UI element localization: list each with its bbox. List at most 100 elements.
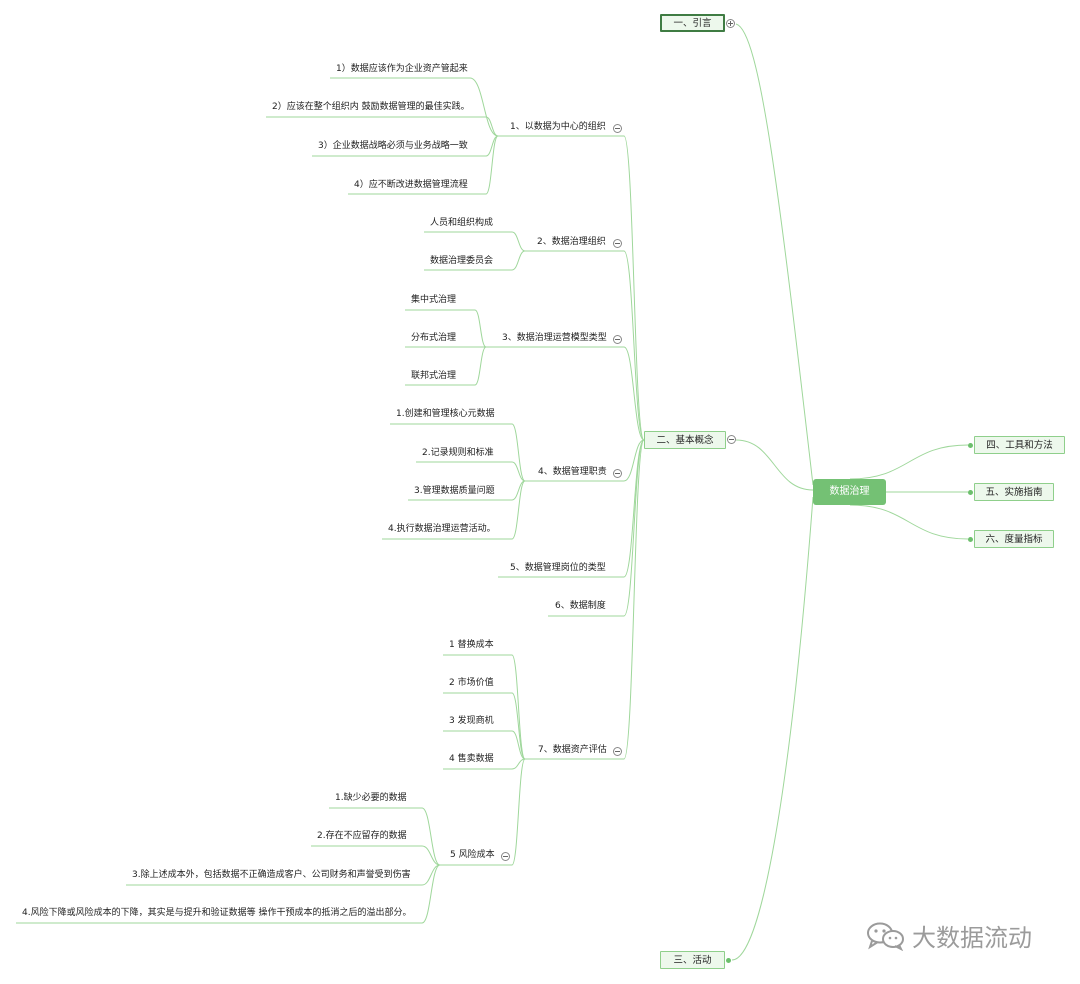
section-node[interactable]: 7、数据资产评估 <box>538 744 607 756</box>
connector-line <box>511 231 526 252</box>
section-label: 3、数据治理运营模型类型 <box>502 333 607 343</box>
connector-line <box>735 23 814 486</box>
branch-metrics[interactable]: 六、度量指标 <box>974 530 1054 548</box>
leaf-node[interactable]: 分布式治理 <box>411 332 456 344</box>
leaf-label: 2.存在不应留存的数据 <box>317 831 407 841</box>
connector-line <box>511 480 526 540</box>
collapse-icon[interactable] <box>613 335 622 344</box>
collapse-icon[interactable] <box>613 469 622 478</box>
leaf-node[interactable]: 3）企业数据战略必须与业务战略一致 <box>318 140 468 152</box>
leaf-node[interactable]: 1.创建和管理核心元数据 <box>396 408 495 420</box>
connector-line <box>421 807 441 866</box>
section-node[interactable]: 1、以数据为中心的组织 <box>510 121 606 133</box>
branch-guide[interactable]: 五、实施指南 <box>974 483 1054 501</box>
leaf-node[interactable]: 3.管理数据质量问题 <box>414 485 495 497</box>
leaf-label: 3.管理数据质量问题 <box>414 486 495 496</box>
section-label: 6、数据制度 <box>555 601 606 611</box>
expand-icon[interactable] <box>726 19 735 28</box>
leaf-node[interactable]: 2.记录规则和标准 <box>422 447 494 459</box>
watermark-text: 大数据流动 <box>912 924 1032 952</box>
leaf-label: 1 替换成本 <box>449 640 494 650</box>
connector-dot <box>968 537 973 542</box>
branch-metrics-label: 六、度量指标 <box>985 534 1043 545</box>
leaf-label: 集中式治理 <box>411 295 457 305</box>
connector-dot <box>968 443 973 448</box>
leaf-label: 3.除上述成本外，包括数据不正确造成客户、公司财务和声誉受到伤害 <box>132 870 411 880</box>
leaf-node[interactable]: 3.除上述成本外，包括数据不正确造成客户、公司财务和声誉受到伤害 <box>132 869 411 881</box>
section-node[interactable]: 4、数据管理职责 <box>538 466 607 478</box>
branch-intro[interactable]: 一、引言 <box>660 14 725 32</box>
connector-dot <box>726 958 731 963</box>
risk-label: 5 风险成本 <box>450 850 495 860</box>
section-node[interactable]: 3、数据治理运营模型类型 <box>502 332 607 344</box>
collapse-icon[interactable] <box>613 747 622 756</box>
leaf-node[interactable]: 2.存在不应留存的数据 <box>317 830 407 842</box>
leaf-node[interactable]: 数据治理委员会 <box>430 255 493 267</box>
connector-line <box>849 444 969 480</box>
connector-line <box>485 135 499 195</box>
leaf-node[interactable]: 4 售卖数据 <box>449 753 494 765</box>
risk-node[interactable]: 5 风险成本 <box>450 849 495 861</box>
branch-activities[interactable]: 三、活动 <box>660 951 725 969</box>
leaf-label: 4.风险下降或风险成本的下降，其实是与提升和验证数据等 操作干预成本的抵消之后的… <box>22 908 412 918</box>
leaf-label: 人员和组织构成 <box>430 218 494 228</box>
leaf-node[interactable]: 4.执行数据治理运营活动。 <box>388 523 496 535</box>
leaf-node[interactable]: 人员和组织构成 <box>430 217 493 229</box>
leaf-label: 2 市场价值 <box>449 678 494 688</box>
section-label: 4、数据管理职责 <box>538 467 607 477</box>
connector-line <box>421 864 441 924</box>
leaf-label: 4）应不断改进数据管理流程 <box>354 180 468 190</box>
leaf-label: 1）数据应该作为企业资产管起来 <box>336 64 468 74</box>
root-node[interactable]: 数据治理 <box>813 479 886 505</box>
leaf-label: 3 发现商机 <box>449 716 494 726</box>
connector-line <box>731 496 814 961</box>
leaf-label: 数据治理委员会 <box>430 256 494 266</box>
connector-line <box>474 346 487 386</box>
leaf-node[interactable]: 2 市场价值 <box>449 677 494 689</box>
branch-activities-label: 三、活动 <box>673 955 712 966</box>
collapse-icon[interactable] <box>613 239 622 248</box>
section-node[interactable]: 6、数据制度 <box>555 600 606 612</box>
branch-concepts[interactable]: 二、基本概念 <box>644 431 726 449</box>
branch-tools-label: 四、工具和方法 <box>986 440 1053 451</box>
branch-concepts-label: 二、基本概念 <box>656 435 714 446</box>
connector-line <box>735 439 814 491</box>
leaf-label: 联邦式治理 <box>411 371 457 381</box>
leaf-label: 4 售卖数据 <box>449 754 494 764</box>
leaf-node[interactable]: 联邦式治理 <box>411 370 456 382</box>
leaf-node[interactable]: 1.缺少必要的数据 <box>335 792 407 804</box>
branch-guide-label: 五、实施指南 <box>985 487 1043 498</box>
connector-line <box>469 77 499 137</box>
section-label: 7、数据资产评估 <box>538 745 607 755</box>
leaf-label: 4.执行数据治理运营活动。 <box>388 524 496 534</box>
connector-line <box>623 439 645 482</box>
leaf-node[interactable]: 4.风险下降或风险成本的下降，其实是与提升和验证数据等 操作干预成本的抵消之后的… <box>22 907 411 919</box>
leaf-node[interactable]: 2）应该在整个组织内 鼓励数据管理的最佳实践。 <box>272 101 470 113</box>
branch-intro-label: 一、引言 <box>673 18 712 29</box>
section-node[interactable]: 5、数据管理岗位的类型 <box>510 562 606 574</box>
collapse-icon[interactable] <box>501 852 510 861</box>
branch-tools[interactable]: 四、工具和方法 <box>974 436 1065 454</box>
connector-line <box>849 504 969 540</box>
section-label: 5、数据管理岗位的类型 <box>510 563 606 573</box>
leaf-label: 1.创建和管理核心元数据 <box>396 409 495 419</box>
connector-line <box>623 439 645 617</box>
connector-line <box>511 250 526 271</box>
connector-line <box>623 346 645 441</box>
section-node[interactable]: 2、数据治理组织 <box>537 236 606 248</box>
connector-line <box>474 309 487 348</box>
section-label: 1、以数据为中心的组织 <box>510 122 606 132</box>
leaf-node[interactable]: 4）应不断改进数据管理流程 <box>354 179 468 191</box>
leaf-label: 3）企业数据战略必须与业务战略一致 <box>318 141 468 151</box>
connector-line <box>511 758 526 770</box>
connector-dot <box>968 490 973 495</box>
leaf-node[interactable]: 3 发现商机 <box>449 715 494 727</box>
collapse-icon[interactable] <box>727 435 736 444</box>
leaf-node[interactable]: 1）数据应该作为企业资产管起来 <box>336 63 468 75</box>
leaf-node[interactable]: 集中式治理 <box>411 294 456 306</box>
collapse-icon[interactable] <box>613 124 622 133</box>
leaf-node[interactable]: 1 替换成本 <box>449 639 494 651</box>
leaf-label: 分布式治理 <box>411 333 457 343</box>
